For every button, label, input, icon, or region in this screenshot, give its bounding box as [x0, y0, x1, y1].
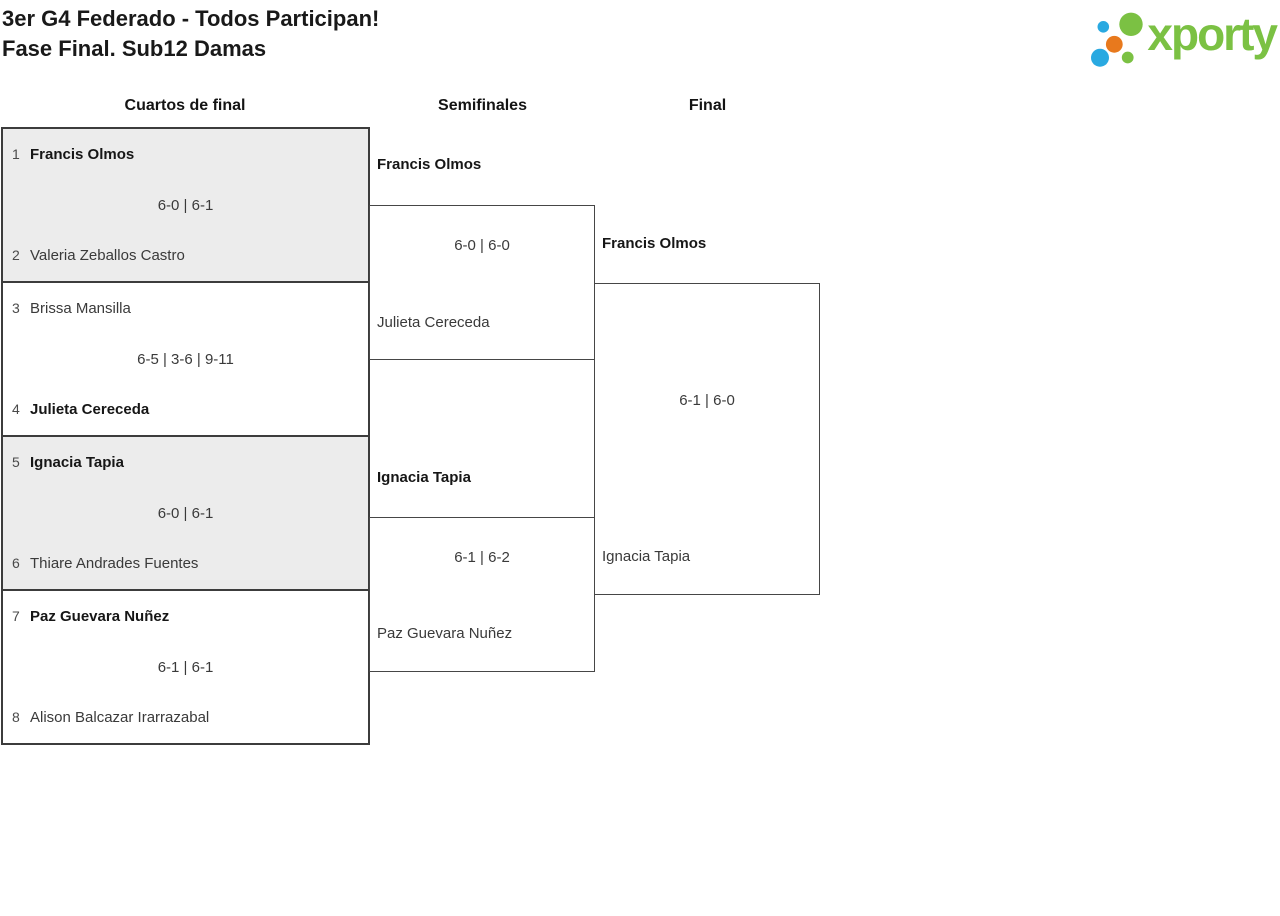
sf-match-1-box: [369, 205, 595, 360]
qf3-bottom-row: 6 Thiare Andrades Fuentes: [3, 555, 368, 573]
qf1-bottom-row: 2 Valeria Zeballos Castro: [3, 247, 368, 265]
qf-match-2: 3 Brissa Mansilla 6-5 | 3-6 | 9-11 4 Jul…: [1, 283, 370, 437]
qf2-score: 6-5 | 3-6 | 9-11: [137, 351, 234, 368]
qf4-top-seed: 7: [12, 608, 20, 624]
qf2-bottom-player: Julieta Cereceda: [30, 401, 150, 418]
qf3-bottom-player: Thiare Andrades Fuentes: [30, 555, 199, 572]
qf-match-4: 7 Paz Guevara Nuñez 6-1 | 6-1 8 Alison B…: [1, 591, 370, 745]
sf2-top-player: Ignacia Tapia: [377, 469, 471, 486]
final-bottom-player: Ignacia Tapia: [602, 548, 691, 565]
qf4-top-row: 7 Paz Guevara Nuñez: [3, 608, 368, 626]
sf2-score: 6-1 | 6-2: [454, 549, 510, 566]
qf1-bottom-player: Valeria Zeballos Castro: [30, 247, 185, 264]
final-top-player: Francis Olmos: [602, 235, 707, 252]
qf3-top-row: 5 Ignacia Tapia: [3, 454, 368, 472]
sf1-score: 6-0 | 6-0: [454, 237, 510, 254]
qf4-score: 6-1 | 6-1: [157, 659, 214, 676]
final-score: 6-1 | 6-0: [679, 392, 735, 409]
qf1-bottom-seed: 2: [12, 247, 20, 263]
qf4-bottom-player: Alison Balcazar Irarrazabal: [30, 709, 210, 726]
qf-match-1: 1 Francis Olmos 6-0 | 6-1 2 Valeria Zeba…: [1, 127, 370, 283]
qf3-bottom-seed: 6: [12, 555, 20, 571]
qf2-top-seed: 3: [12, 300, 20, 316]
qf2-top-player: Brissa Mansilla: [30, 300, 131, 317]
quarterfinals-column: 1 Francis Olmos 6-0 | 6-1 2 Valeria Zeba…: [1, 127, 370, 745]
page-title-line2: Fase Final. Sub12 Damas: [2, 36, 267, 61]
final-match-box: [594, 283, 820, 595]
page-title: 3er G4 Federado - Todos Participan! Fase…: [2, 4, 379, 64]
qf2-bottom-seed: 4: [12, 401, 20, 417]
qf3-top-player: Ignacia Tapia: [30, 454, 124, 471]
qf2-bottom-row: 4 Julieta Cereceda: [3, 401, 368, 419]
qf4-bottom-seed: 8: [12, 709, 20, 725]
qf3-score: 6-0 | 6-1: [157, 505, 214, 522]
xporty-dots-icon: [1091, 12, 1144, 67]
round-header-semifinals: Semifinales: [438, 97, 527, 114]
qf1-top-row: 1 Francis Olmos: [3, 146, 368, 164]
round-header-final: Final: [688, 97, 727, 114]
xporty-logo[interactable]: xporty: [1081, 2, 1278, 72]
xporty-wordmark: xporty: [1147, 8, 1278, 60]
sf1-bottom-player: Julieta Cereceda: [377, 314, 490, 331]
qf2-top-row: 3 Brissa Mansilla: [3, 300, 368, 318]
qf1-score: 6-0 | 6-1: [157, 197, 214, 214]
qf-match-3: 5 Ignacia Tapia 6-0 | 6-1 6 Thiare Andra…: [1, 437, 370, 591]
qf1-top-player: Francis Olmos: [30, 146, 135, 163]
qf1-top-seed: 1: [12, 146, 20, 162]
qf4-top-player: Paz Guevara Nuñez: [30, 608, 170, 625]
sf2-bottom-player: Paz Guevara Nuñez: [377, 625, 513, 642]
qf4-bottom-row: 8 Alison Balcazar Irarrazabal: [3, 709, 368, 727]
page-title-line1: 3er G4 Federado - Todos Participan!: [2, 6, 380, 31]
sf1-top-player: Francis Olmos: [377, 156, 482, 173]
sf-match-2-box: [369, 517, 595, 672]
round-header-quarterfinals: Cuartos de final: [124, 97, 246, 114]
qf3-top-seed: 5: [12, 454, 20, 470]
